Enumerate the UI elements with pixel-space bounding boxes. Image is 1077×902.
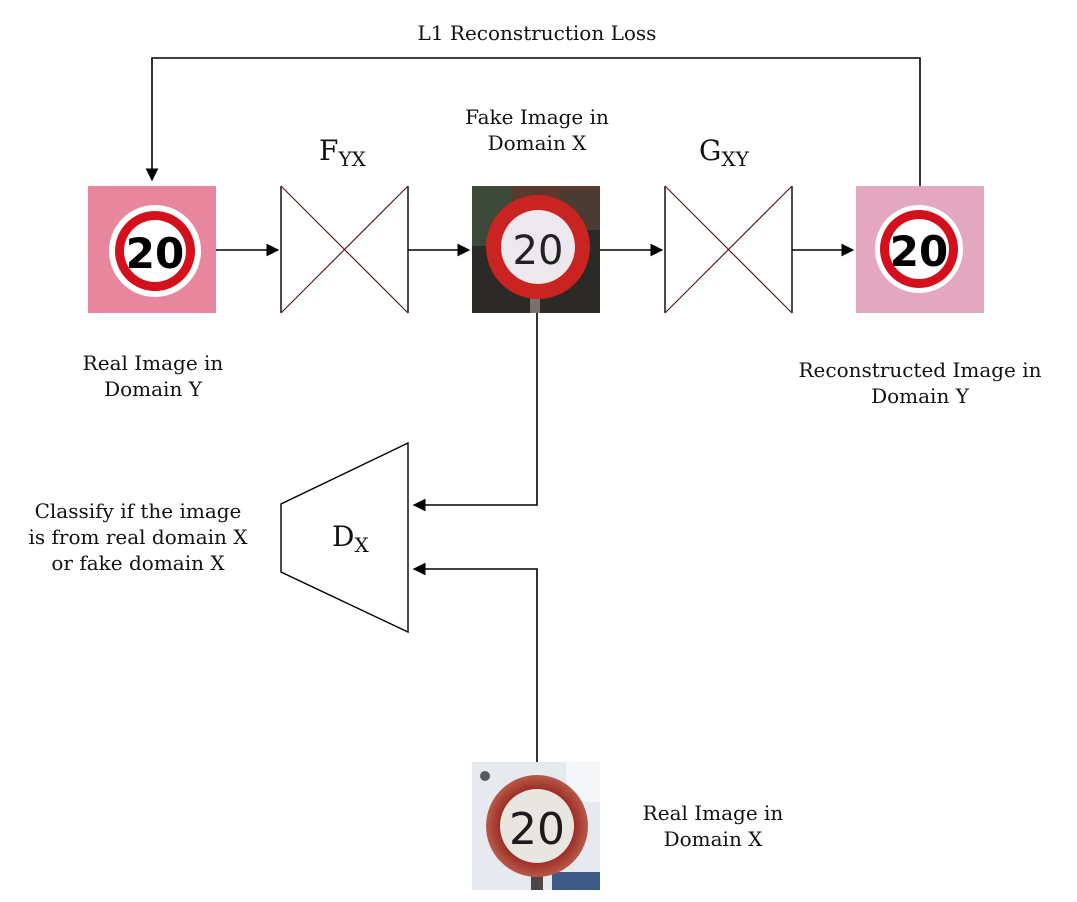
reconstructed-caption-line1: Reconstructed Image in (798, 358, 1042, 382)
classify-caption-line2: is from real domain X (28, 525, 248, 549)
real-y-caption-line1: Real Image in (82, 351, 224, 375)
g-xy-label: GXY (699, 134, 749, 171)
g-xy-main: G (699, 134, 722, 167)
real-x-caption-line1: Real Image in (642, 801, 784, 825)
fake-x-caption-line1: Fake Image in (465, 105, 609, 129)
arrow-realx-to-d (412, 562, 538, 762)
fake-x-caption-line2: Domain X (487, 131, 587, 155)
real-x-sign-number: 20 (509, 804, 565, 855)
discriminator-dx-block (280, 441, 409, 634)
diagram-title-loss: L1 Reconstruction Loss (417, 21, 657, 45)
g-xy-sub: XY (721, 147, 749, 171)
real-x-caption: Real Image in Domain X (613, 800, 813, 852)
arrow-fakex-to-d (412, 313, 538, 512)
fake-image-domain-x: 20 (472, 186, 600, 313)
classify-caption: Classify if the image is from real domai… (8, 498, 268, 576)
d-x-sub: X (354, 533, 369, 557)
f-yx-main: F (319, 134, 339, 167)
real-y-sign-number: 20 (126, 229, 184, 278)
classify-caption-line3: or fake domain X (51, 551, 225, 575)
reconstructed-image-domain-y: 20 (856, 186, 984, 313)
real-y-caption: Real Image in Domain Y (53, 350, 253, 402)
f-yx-sub: YX (338, 147, 366, 171)
f-yx-label: FYX (319, 134, 366, 171)
real-image-domain-y: 20 (88, 186, 216, 313)
d-x-main: D (332, 520, 355, 553)
reconstructed-sign-number: 20 (890, 227, 948, 276)
real-y-caption-line2: Domain Y (104, 377, 202, 401)
loss-feedback-arrow (145, 57, 921, 186)
real-image-domain-x: 20 (472, 762, 600, 890)
fake-x-caption: Fake Image in Domain X (437, 104, 637, 156)
fake-x-sign-number: 20 (513, 228, 564, 274)
generator-g-xy-block (664, 185, 793, 314)
generator-f-yx-block (280, 185, 409, 314)
real-x-caption-line2: Domain X (663, 827, 763, 851)
reconstructed-caption-line2: Domain Y (871, 384, 969, 408)
classify-caption-line1: Classify if the image (34, 499, 242, 523)
reconstructed-caption: Reconstructed Image in Domain Y (775, 357, 1065, 409)
d-x-label: DX (332, 520, 369, 557)
